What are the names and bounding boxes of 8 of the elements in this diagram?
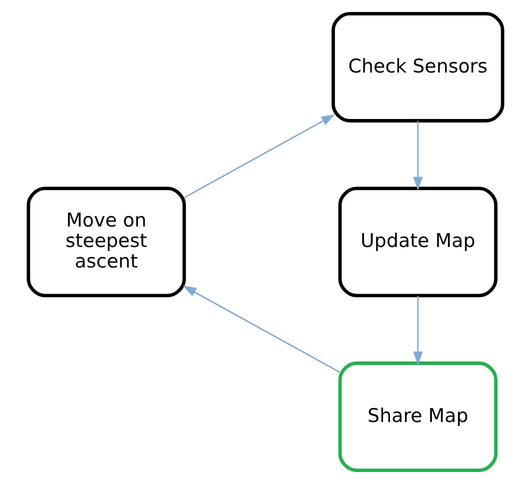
- arrow: [413, 121, 423, 190]
- node-box: Move on steepest ascent: [26, 186, 186, 298]
- arrow: [184, 114, 335, 198]
- arrow: [182, 286, 340, 373]
- node-box: Check Sensors: [332, 12, 504, 122]
- arrow: [413, 296, 423, 366]
- node-box: Share Map: [338, 362, 498, 472]
- node-box: Update Map: [338, 186, 498, 298]
